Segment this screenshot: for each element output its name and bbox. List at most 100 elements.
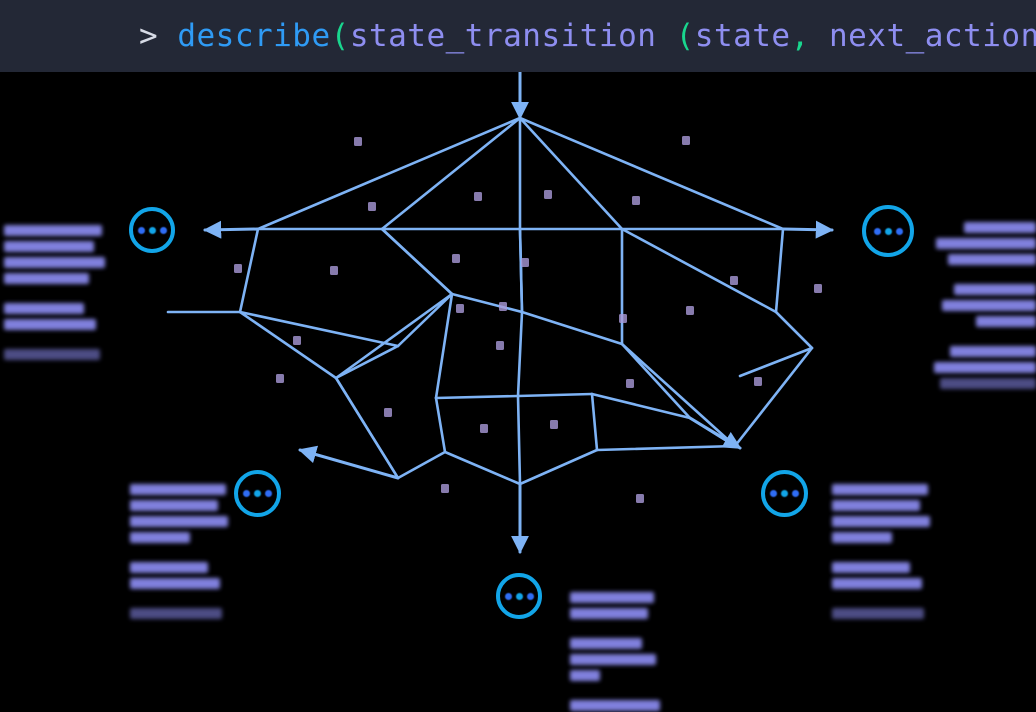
node-dot [480,424,488,433]
graph-edge [518,227,524,314]
badge-west[interactable] [129,207,175,253]
node-dot [384,408,392,417]
cluster-southwest [130,484,230,624]
label-line [940,378,1036,389]
node-dot [814,284,822,293]
badge-dot [254,490,261,497]
graph-node-dots [234,136,822,503]
graph-edge [738,346,814,378]
graph-edge [595,444,737,452]
node-dot [496,341,504,350]
badge-dot [781,490,788,497]
label-line [4,225,102,236]
args-open-paren-token: ( [675,17,695,54]
graph-edge [590,392,692,420]
graph-arrow [203,220,260,239]
graph-edge [434,292,454,400]
graph-edge [256,116,522,231]
badge-southeast[interactable] [761,470,808,517]
label-line [130,608,222,619]
node-dot [682,136,690,145]
node-dot [330,266,338,275]
graph-edge [516,392,594,398]
node-dot [619,314,627,323]
label-line [934,362,1036,373]
label-line [950,346,1036,357]
graph-arrow-edges [203,84,834,554]
badge-dot [159,226,167,234]
state-transition-graph [166,72,834,554]
node-dot [452,254,460,263]
node-dot [636,494,644,503]
node-dot [441,484,449,493]
label-line [948,254,1036,265]
graph-edges [166,72,814,486]
graph-edge [520,310,624,346]
label-line [130,500,218,511]
graph-edge [238,310,400,348]
node-dot [686,306,694,315]
graph-edge [518,448,599,486]
prompt-caret: > [138,17,159,54]
node-dot [354,137,362,146]
label-line [832,578,922,589]
label-spacer [570,686,670,695]
badge-dot [770,490,777,497]
badge-dot [526,592,534,600]
label-line [130,562,208,573]
graph-edge [590,392,599,452]
label-line [130,484,226,495]
subject-token: state_transition [349,17,657,54]
badge-dot [895,227,903,235]
prompt-command-line[interactable]: > describe(state_transition (state, next… [24,0,1036,83]
graph-edge [334,344,400,380]
badge-east[interactable] [862,205,914,257]
badge-dot [265,490,272,497]
graph-edge [733,346,814,448]
label-line [4,303,84,314]
graph-edge [396,292,454,348]
label-line [130,532,190,543]
label-line [832,484,928,495]
badge-dot [504,592,512,600]
graph-edge [434,396,447,454]
argument-separator-token: , [790,17,810,54]
graph-edge [774,227,785,314]
label-line [570,670,600,681]
badge-dot [792,490,799,497]
label-line [570,654,656,665]
graph-edge [620,227,778,314]
label-spacer [832,548,932,557]
label-line [4,349,100,360]
label-spacer [4,335,109,344]
badge-dot [515,592,523,600]
node-dot [521,258,529,267]
badge-southwest[interactable] [234,470,281,517]
label-line [976,316,1036,327]
label-line [570,608,648,619]
badge-dot [148,226,156,234]
label-line [832,562,910,573]
badge-south[interactable] [496,573,542,619]
graph-edge [334,292,454,380]
graph-edge [443,450,522,486]
graph-canvas[interactable] [0,72,1036,712]
graph-arrow [688,416,742,450]
badge-dot [873,227,881,235]
label-line [130,516,228,527]
graph-edge [774,310,814,350]
label-line [936,238,1036,249]
node-dot [276,374,284,383]
badge-dot [884,227,892,235]
label-line [4,319,96,330]
label-line [954,284,1036,295]
label-line [832,516,930,527]
node-dot [632,196,640,205]
graph-edge [620,342,737,448]
label-line [964,222,1036,233]
graph-edge [334,376,400,480]
badge-dot [243,490,250,497]
label-line [832,532,892,543]
argument-1-token: state [694,17,791,54]
